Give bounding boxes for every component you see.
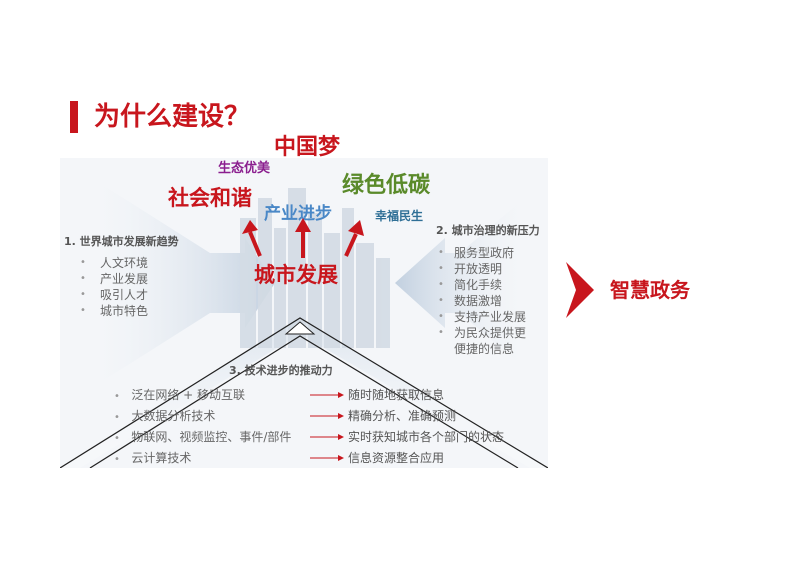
keyword-eco: 生态优美 <box>218 161 271 176</box>
list-item: 开放透明 <box>436 261 526 277</box>
left-arrow-shape <box>60 158 275 408</box>
list-item: 产业发展 <box>78 271 148 287</box>
goal-arrow-icon <box>566 262 594 318</box>
list-item: 便捷的信息 <box>454 342 515 356</box>
keyword-harmony: 社会和谐 <box>168 186 252 210</box>
tech-row: • 物联网、视频监控、事件/部件 <box>114 430 292 444</box>
list-item: 数据激增 <box>436 293 526 309</box>
list-item: 为民众提供更 <box>436 325 526 341</box>
right-section-heading: 2. 城市治理的新压力 <box>436 224 540 237</box>
keyword-china-dream: 中国梦 <box>274 135 341 160</box>
list-item: 人文环境 <box>78 255 148 271</box>
result-text: 精确分析、准确预测 <box>348 409 457 423</box>
tech-rows: • 泛在网络 + 移动互联 • 大数据分析技术 • 物联网、视频监控、事件/部件… <box>114 385 291 469</box>
keyword-green: 绿色低碳 <box>342 173 431 198</box>
title-accent-bar <box>70 101 78 133</box>
tech-row: • 泛在网络 + 移动互联 <box>114 388 246 402</box>
keyword-tech: 产业进步 <box>264 204 332 224</box>
skyline-buildings <box>240 188 390 348</box>
bottom-section-heading: 3. 技术进步的推动力 <box>229 364 333 377</box>
left-section-list: 人文环境 产业发展 吸引人才 城市特色 <box>78 255 148 319</box>
tech-row: • 云计算技术 <box>114 451 192 465</box>
left-section-heading: 1. 世界城市发展新趋势 <box>64 235 179 248</box>
result-text: 随时随地获取信息 <box>348 388 445 402</box>
result-text: 信息资源整合应用 <box>348 451 445 465</box>
tech-results: 随时随地获取信息 精确分析、准确预测 实时获知城市各个部门的状态 信息资源整合应… <box>348 385 504 469</box>
goal-smart-government: 智慧政务 <box>610 278 690 302</box>
result-text: 实时获知城市各个部门的状态 <box>348 430 505 444</box>
center-city-development: 城市发展 <box>254 263 338 287</box>
list-item: 城市特色 <box>78 303 148 319</box>
list-item: 服务型政府 <box>436 245 526 261</box>
page-title: 为什么建设？ <box>94 102 251 132</box>
list-item: 支持产业发展 <box>436 309 526 325</box>
list-item: 吸引人才 <box>78 287 148 303</box>
tech-row: • 大数据分析技术 <box>114 409 216 423</box>
list-item: 简化手续 <box>436 277 526 293</box>
red-up-arrows <box>242 218 364 258</box>
right-section-list: 服务型政府 开放透明 简化手续 数据激增 支持产业发展 为民众提供更 便捷的信息 <box>436 245 526 357</box>
tech-arrows <box>310 392 344 461</box>
keyword-happy: 幸福民生 <box>375 209 424 223</box>
